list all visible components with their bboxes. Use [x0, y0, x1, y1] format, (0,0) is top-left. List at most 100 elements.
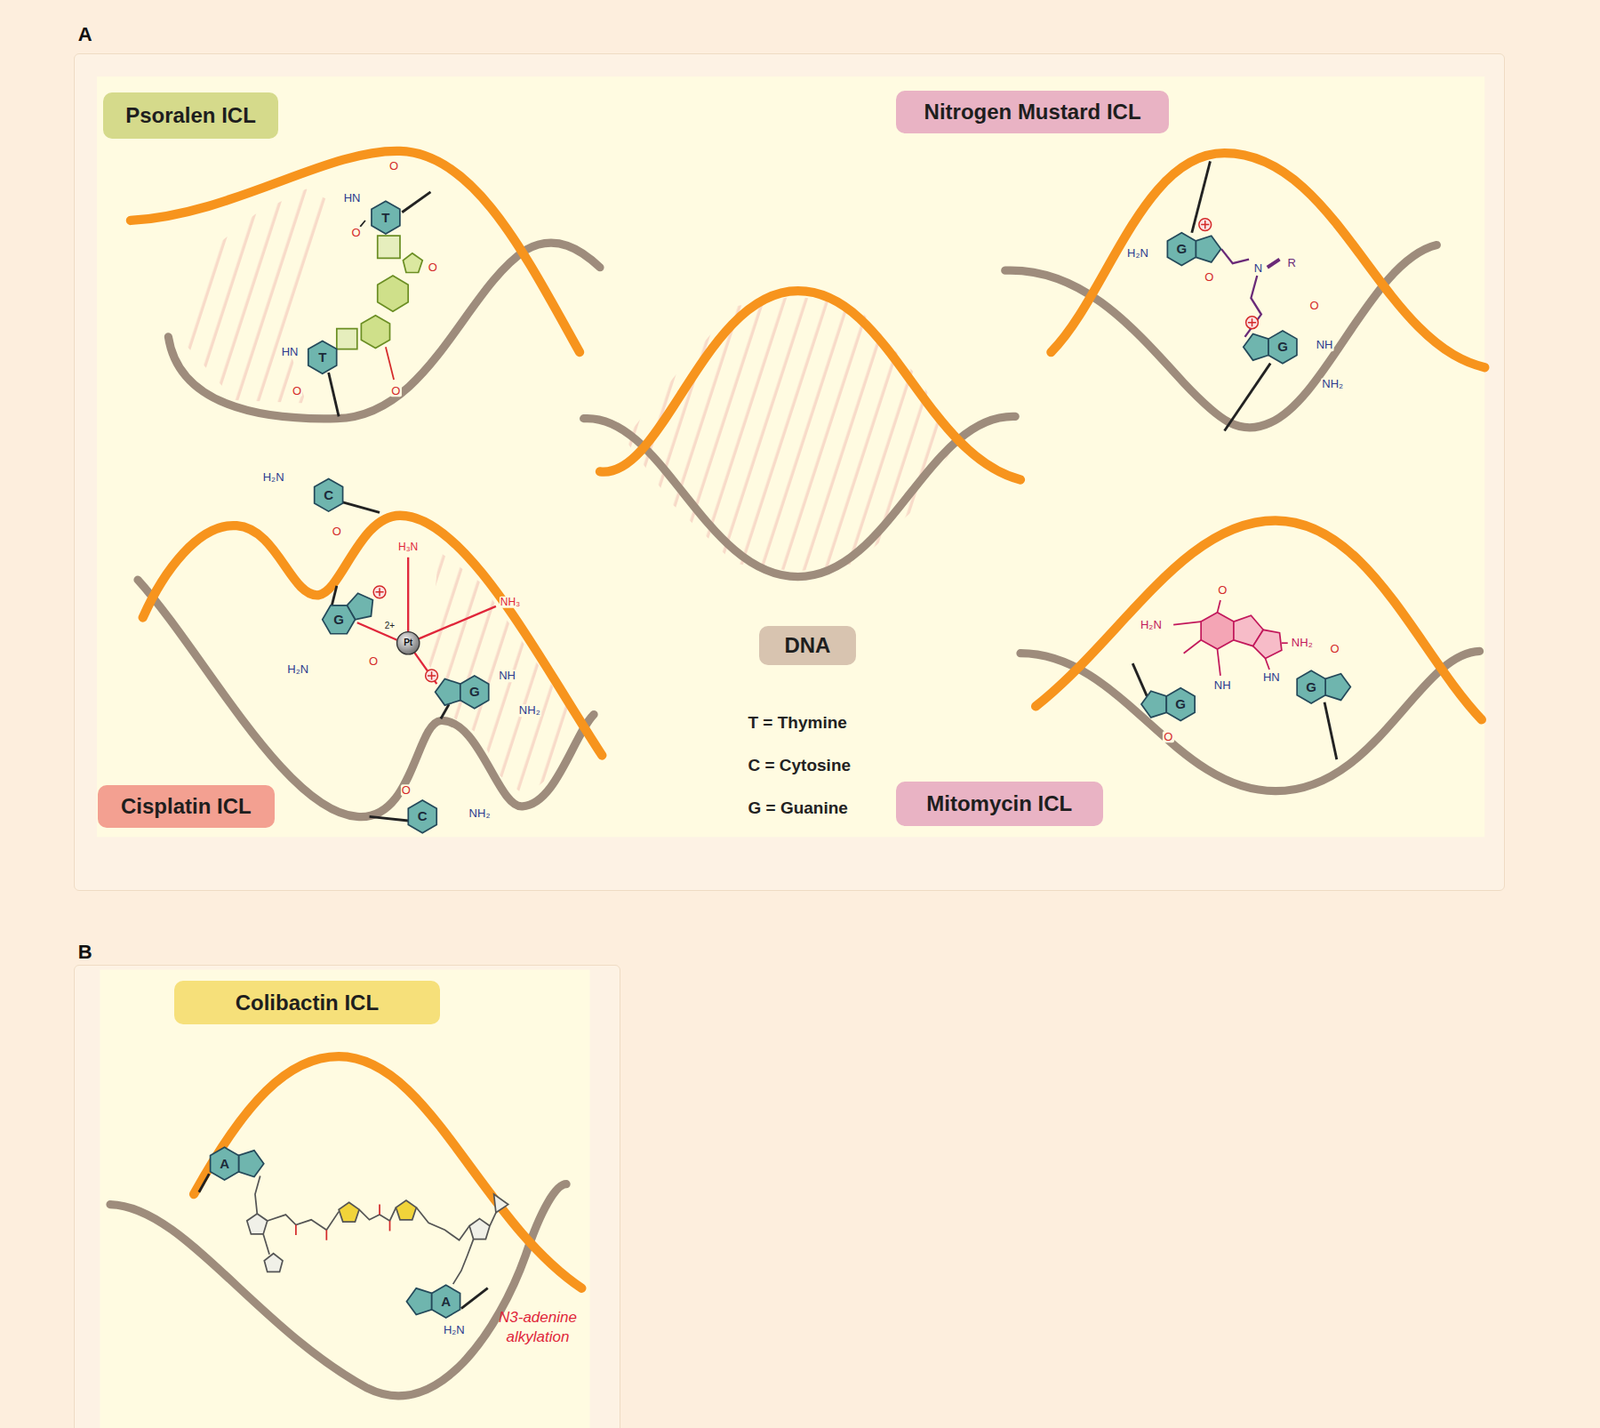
- nucleobase-letter: A: [440, 1294, 451, 1309]
- dna-strand: [110, 151, 1485, 1396]
- atom-label: O: [390, 384, 401, 398]
- note-text: N3-adenine alkylation: [485, 1307, 591, 1346]
- nucleobase-ring: [210, 200, 1352, 1318]
- atom-label: O: [400, 784, 412, 797]
- nucleobase-letter: G: [1277, 339, 1288, 354]
- dna-strand-part: [1035, 520, 1482, 720]
- colibactin-molecule-part: [264, 1253, 283, 1272]
- nucleobase-letter: G: [1305, 680, 1317, 695]
- backbone-tether-part: [343, 502, 380, 512]
- colibactin-molecule-part: [325, 1229, 328, 1240]
- colibactin-molecule-part: [295, 1224, 297, 1235]
- colibactin-molecule-part: [267, 1211, 339, 1231]
- positive-charge: [373, 218, 1258, 682]
- panel-b: BColibactin ICL: [73, 964, 621, 1428]
- nucleobase-letter: A: [219, 1156, 230, 1171]
- mitomycin-molecule-part: [1253, 629, 1282, 658]
- atom-label: H₂N: [262, 471, 286, 484]
- psoralen-molecule-part: [360, 220, 366, 227]
- dna-tag: DNA: [759, 625, 856, 666]
- psoralen-molecule-part: [402, 253, 423, 273]
- tag-text: Mitomycin ICL: [926, 791, 1072, 816]
- tag-text: Nitrogen Mustard ICL: [924, 99, 1142, 125]
- atom-label: O: [427, 261, 439, 274]
- nucleobase-ring-part: [1296, 670, 1351, 704]
- nucleobase-ring-part: [435, 675, 489, 709]
- dna-strand-part: [1050, 152, 1485, 368]
- base-key: G = Guanine: [747, 799, 848, 817]
- colibactin-molecule-part: [338, 1201, 360, 1222]
- backbone-tether-part: [328, 372, 339, 416]
- atom-label: O: [1216, 584, 1228, 597]
- psoralen-molecule: [336, 220, 423, 380]
- colibactin-molecule-part: [247, 1213, 268, 1234]
- nucleobase-ring-part: [371, 200, 400, 234]
- base-key: T = Thymine: [747, 713, 847, 732]
- atom-label: NH: [1213, 680, 1232, 693]
- psoralen-tag: Psoralen ICL: [103, 92, 279, 139]
- atom-label: NH: [497, 669, 517, 682]
- atom-label: O: [1328, 642, 1340, 656]
- mustard-linker-part: [1221, 248, 1249, 264]
- tag-text: Psoralen ICL: [125, 103, 256, 128]
- mustard-linker-part: [1245, 275, 1262, 337]
- tag-text: DNA: [784, 632, 831, 658]
- nucleobase-ring-part: [308, 340, 337, 374]
- platinum-bonds: [357, 557, 496, 684]
- colibactin-molecule-part: [494, 1193, 509, 1213]
- tag-text: Colibactin ICL: [235, 990, 379, 1016]
- mitomycin-molecule-part: [1281, 641, 1288, 644]
- panel-ground-part: [100, 969, 591, 1428]
- colibactin-molecule-part: [359, 1207, 396, 1221]
- positive-charge-part: [373, 585, 386, 599]
- atom-label: O: [351, 226, 362, 240]
- dna-strand-part: [143, 515, 603, 756]
- nucleobase-ring-part: [318, 585, 381, 641]
- dna-strand-part: [110, 1184, 567, 1396]
- cisplatin-tag: Cisplatin ICL: [97, 784, 275, 828]
- atom-label: O: [1162, 730, 1174, 744]
- atom-label: O: [368, 655, 379, 668]
- atom-label: O: [388, 160, 400, 173]
- positive-charge-part: [1200, 220, 1209, 229]
- nucleobase-letter: T: [318, 350, 327, 365]
- atom-label: HN: [1262, 671, 1281, 684]
- mustard-linker: [1221, 248, 1280, 337]
- charge-label: 2+: [384, 620, 396, 631]
- backbone-tether: [199, 160, 1337, 1308]
- colibactin-molecule: [247, 1175, 509, 1284]
- dna-strand-part: [1020, 650, 1480, 791]
- psoralen-molecule-part: [377, 275, 408, 312]
- tag-text: Cisplatin ICL: [120, 793, 252, 819]
- ammine-label: H₃N: [397, 541, 419, 553]
- atom-label: O: [331, 525, 343, 538]
- colibactin-molecule-part: [453, 1239, 474, 1285]
- positive-charge-part: [375, 587, 384, 596]
- colibactin-molecule-part: [389, 1220, 392, 1231]
- nucleobase-letter: G: [1176, 241, 1187, 256]
- atom-label: O: [291, 384, 303, 398]
- atom-label: N: [1253, 262, 1264, 275]
- positive-charge-part: [425, 669, 439, 682]
- positive-charge-part: [1248, 318, 1256, 327]
- mitomycin-molecule-part: [1184, 640, 1202, 654]
- atom-label: O: [1203, 271, 1215, 284]
- platinum-bonds-part: [397, 632, 420, 655]
- platinum-bonds-part: [418, 606, 496, 640]
- colibactin-molecule-part: [469, 1218, 490, 1240]
- panel-ground: [73, 53, 1506, 1428]
- atom-label: NH₂: [518, 704, 542, 717]
- atom-label: H₂N: [1126, 247, 1150, 260]
- mitomycin-molecule-part: [1217, 600, 1221, 613]
- colibactin-molecule-part: [263, 1233, 270, 1255]
- backbone-tether-part: [1132, 663, 1147, 696]
- colibactin-molecule-part: [416, 1207, 470, 1240]
- mitomycin-molecule-part: [1200, 612, 1234, 649]
- mitomycin-tag: Mitomycin ICL: [896, 781, 1104, 825]
- backbone-tether-part: [199, 1173, 209, 1192]
- positive-charge-part: [1199, 218, 1212, 232]
- atom-label: NH₂: [468, 807, 492, 820]
- base-pair-hatching-part: [178, 188, 337, 403]
- colibactin-molecule-part: [489, 1212, 496, 1226]
- nucleobase-letter: G: [1175, 696, 1186, 712]
